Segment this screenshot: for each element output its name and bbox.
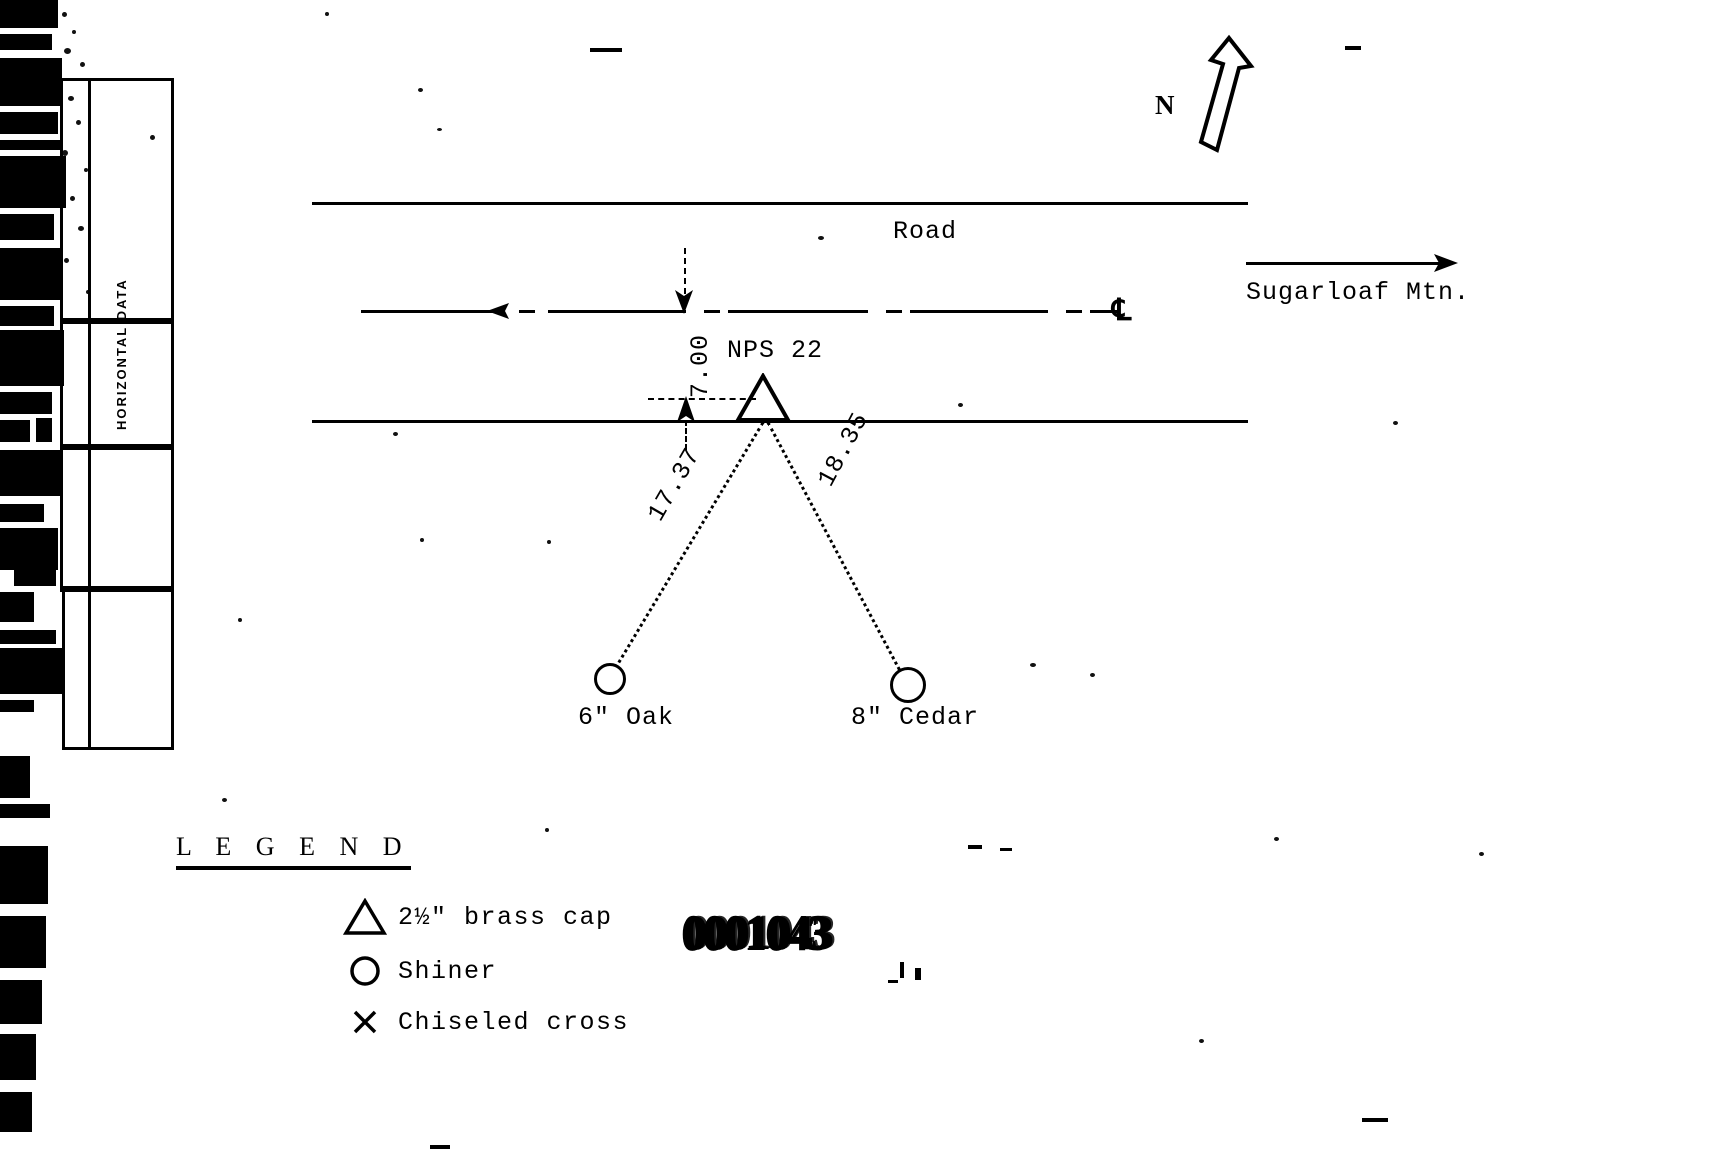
tree-label-oak: 6" Oak (578, 703, 675, 732)
road-upper-edge (312, 202, 1248, 205)
centerline-arrow-icon (487, 303, 509, 319)
north-arrow-label: N (1155, 90, 1176, 120)
legend-item-shiner: Shiner (342, 954, 497, 988)
legend-label-shiner: Shiner (398, 956, 498, 986)
circle-icon (342, 954, 388, 988)
tree-label-cedar: 8" Cedar (851, 703, 980, 732)
document-stamp-number: 0001043 (682, 904, 831, 959)
direction-label: Sugarloaf Mtn. (1246, 278, 1471, 307)
north-arrow: N (1155, 30, 1265, 165)
legend-item-brass-cap: 2½" brass cap (342, 898, 613, 936)
triangle-icon (342, 898, 388, 936)
north-arrow-icon (1198, 34, 1255, 153)
scan-edge-artifacts (0, 0, 100, 1159)
legend: L E G E N D 2½" brass cap Shiner (176, 832, 628, 1037)
shiner-oak-icon (594, 663, 626, 695)
centerline-symbol: ℄ (1112, 294, 1133, 327)
monument-label: NPS 22 (727, 336, 824, 365)
dim-arrow-up-icon (677, 396, 695, 422)
legend-title: L E G E N D (176, 832, 411, 870)
direction-arrow-icon (1434, 254, 1458, 272)
road-label: Road (893, 217, 958, 246)
legend-label-brass-cap: 2½" brass cap (398, 902, 613, 932)
cross-icon (342, 1006, 388, 1038)
offset-dimension-value: 7.00 (686, 333, 715, 398)
legend-item-chiseled-cross: Chiseled cross (342, 1006, 629, 1038)
legend-label-chiseled-cross: Chiseled cross (398, 1007, 630, 1037)
dim-arrow-down-icon (675, 290, 693, 314)
tie-distance-oak: 17.37 (642, 442, 708, 527)
shiner-cedar-icon (890, 667, 926, 703)
form-vertical-label: HORIZONTAL DATA (114, 278, 129, 430)
